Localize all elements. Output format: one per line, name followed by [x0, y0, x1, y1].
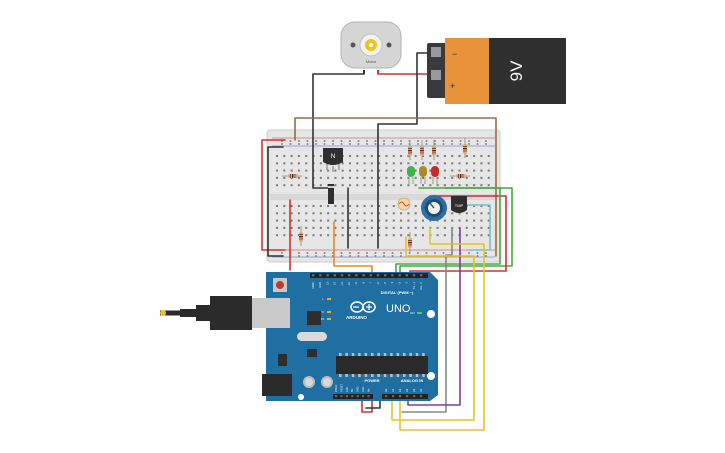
digital-pin-label: 7: [369, 281, 373, 283]
rx-label: RX: [320, 317, 324, 321]
usb-cable[interactable]: [160, 296, 290, 330]
potentiometer[interactable]: [421, 195, 447, 221]
battery-minus-label: −: [452, 49, 457, 59]
digital-pin-label: 8: [361, 281, 365, 283]
digital-pin-label: ~9: [354, 281, 358, 285]
temperature-sensor[interactable]: TMP: [451, 196, 467, 213]
digital-pin-label: 4: [390, 281, 394, 283]
digital-pin-label: 2: [405, 281, 409, 283]
power-pin-label: RESET: [340, 383, 343, 392]
power-pin-label: IOREF: [335, 384, 338, 392]
digital-pin-label: ~5: [383, 281, 387, 285]
digital-pin-label: AREF: [311, 282, 315, 289]
led-red[interactable]: [431, 166, 439, 184]
digital-pin-label: ~3: [397, 281, 401, 285]
reset-button[interactable]: [273, 278, 287, 292]
analog-pin-label: A0: [384, 388, 388, 392]
photoresistor[interactable]: [397, 197, 411, 211]
diode[interactable]: [328, 184, 334, 204]
transistor-label: N: [331, 154, 335, 160]
digital-pin-label: ~11: [340, 281, 344, 286]
uno-label: UNO: [386, 303, 411, 315]
battery-plus-label: +: [450, 81, 455, 91]
power-pin-label: GND: [357, 386, 360, 392]
analog-pin-label: A4: [412, 388, 416, 392]
power-pin-label: Vin: [367, 388, 370, 392]
digital-pin-label: 12: [333, 281, 337, 284]
sensor-label: TMP: [455, 203, 464, 208]
digital-pin-label: RX←0: [419, 281, 423, 289]
digital-pin-label: ~10: [347, 281, 351, 286]
battery-9v[interactable]: − + 9V: [427, 38, 566, 104]
digital-pin-label: GND: [318, 282, 322, 288]
analog-pin-label: A1: [391, 388, 395, 392]
led-yellow[interactable]: [419, 166, 427, 184]
analog-pin-label: A3: [405, 388, 409, 392]
npn-transistor[interactable]: N: [323, 148, 343, 172]
dc-motor[interactable]: Motor: [340, 21, 402, 69]
power-label: POWER: [364, 378, 379, 383]
analog-label: ANALOG IN: [401, 378, 424, 383]
analog-pin-label: A5: [419, 388, 423, 392]
tx-label: TX: [320, 310, 324, 314]
digital-pin-label: TX→1: [412, 281, 416, 289]
arduino-logo: [350, 301, 376, 313]
atmega-chip: [336, 353, 428, 377]
digital-pin-label: ~6: [376, 281, 380, 285]
battery-voltage-label: 9V: [507, 60, 526, 81]
power-pin-label: 5V: [351, 389, 354, 392]
l-label: L: [322, 297, 324, 301]
motor-label: Motor: [366, 59, 377, 64]
on-label: ON: [410, 311, 415, 315]
power-pin-label: GND: [362, 386, 365, 392]
led-green[interactable]: [407, 166, 415, 184]
power-pin-label: 3.3V: [346, 387, 349, 392]
analog-pin-label: A2: [398, 388, 402, 392]
digital-pin-label: 13: [325, 281, 329, 284]
leds[interactable]: [407, 166, 439, 184]
arduino-brand: ARDUINO: [346, 315, 367, 320]
digital-label: DIGITAL (PWM ~): [381, 290, 414, 295]
resistors[interactable]: [282, 138, 470, 252]
